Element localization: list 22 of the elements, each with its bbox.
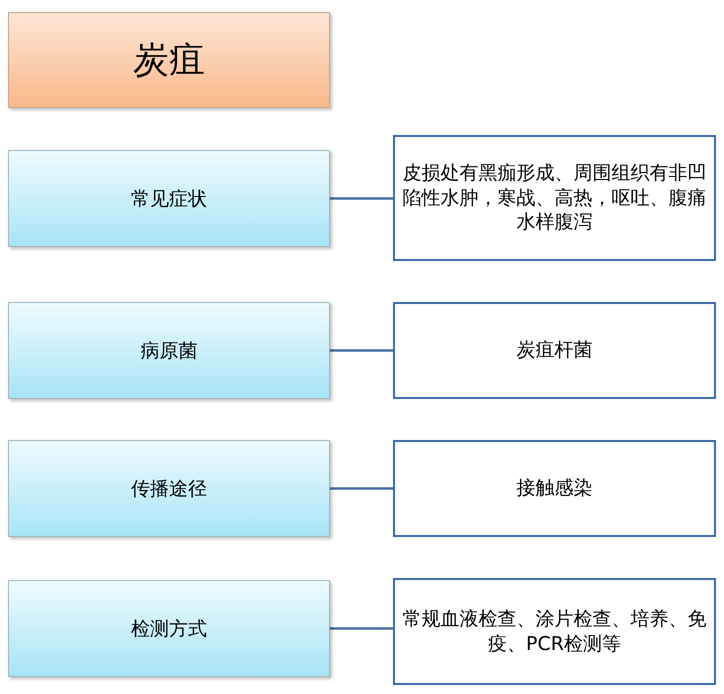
title-box <box>8 12 330 108</box>
category-box <box>8 150 330 247</box>
detail-box <box>393 578 716 685</box>
node-text: 炭疽杆菌 <box>516 338 592 363</box>
connector-line <box>330 197 393 200</box>
detail-box <box>393 440 716 537</box>
connector-line <box>330 627 393 630</box>
category-box <box>8 440 330 537</box>
node-text: 接触感染 <box>516 476 592 501</box>
node-text: 检测方式 <box>131 616 207 642</box>
connector-line <box>330 487 393 490</box>
detail-box <box>393 135 716 261</box>
node-text: 常规血液检查、涂片检查、培养、免疫、PCR检测等 <box>402 606 708 656</box>
node-text: 常见症状 <box>131 186 207 212</box>
node-text: 皮损处有黑痂形成、周围组织有非凹陷性水肿，寒战、高热，呕吐、腹痛水样腹泻 <box>402 160 708 236</box>
category-box <box>8 302 330 399</box>
node-text: 传播途径 <box>131 476 207 502</box>
detail-box <box>393 302 716 399</box>
category-box <box>8 580 330 677</box>
node-text: 炭疽 <box>133 38 205 82</box>
node-text: 病原菌 <box>140 338 198 364</box>
connector-line <box>330 349 393 352</box>
